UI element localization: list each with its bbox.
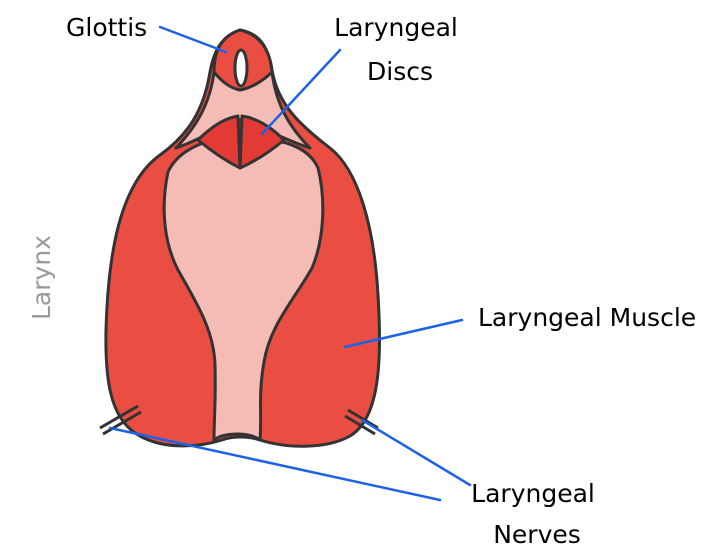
label-nerves: Laryngeal Nerves	[471, 479, 603, 549]
label-glottis: Glottis	[66, 13, 147, 42]
label-discs-line1: Laryngeal	[334, 13, 458, 42]
leader-glottis	[160, 27, 226, 52]
label-nerves-line2: Nerves	[493, 520, 581, 549]
label-muscle: Laryngeal Muscle	[478, 303, 696, 332]
leader-nerves-right	[362, 420, 470, 485]
label-discs: Laryngeal Discs	[334, 13, 466, 86]
glottis-opening	[235, 50, 247, 86]
label-discs-line2: Discs	[367, 57, 433, 86]
side-label-larynx: Larynx	[27, 235, 56, 320]
label-nerves-line1: Laryngeal	[471, 479, 595, 508]
